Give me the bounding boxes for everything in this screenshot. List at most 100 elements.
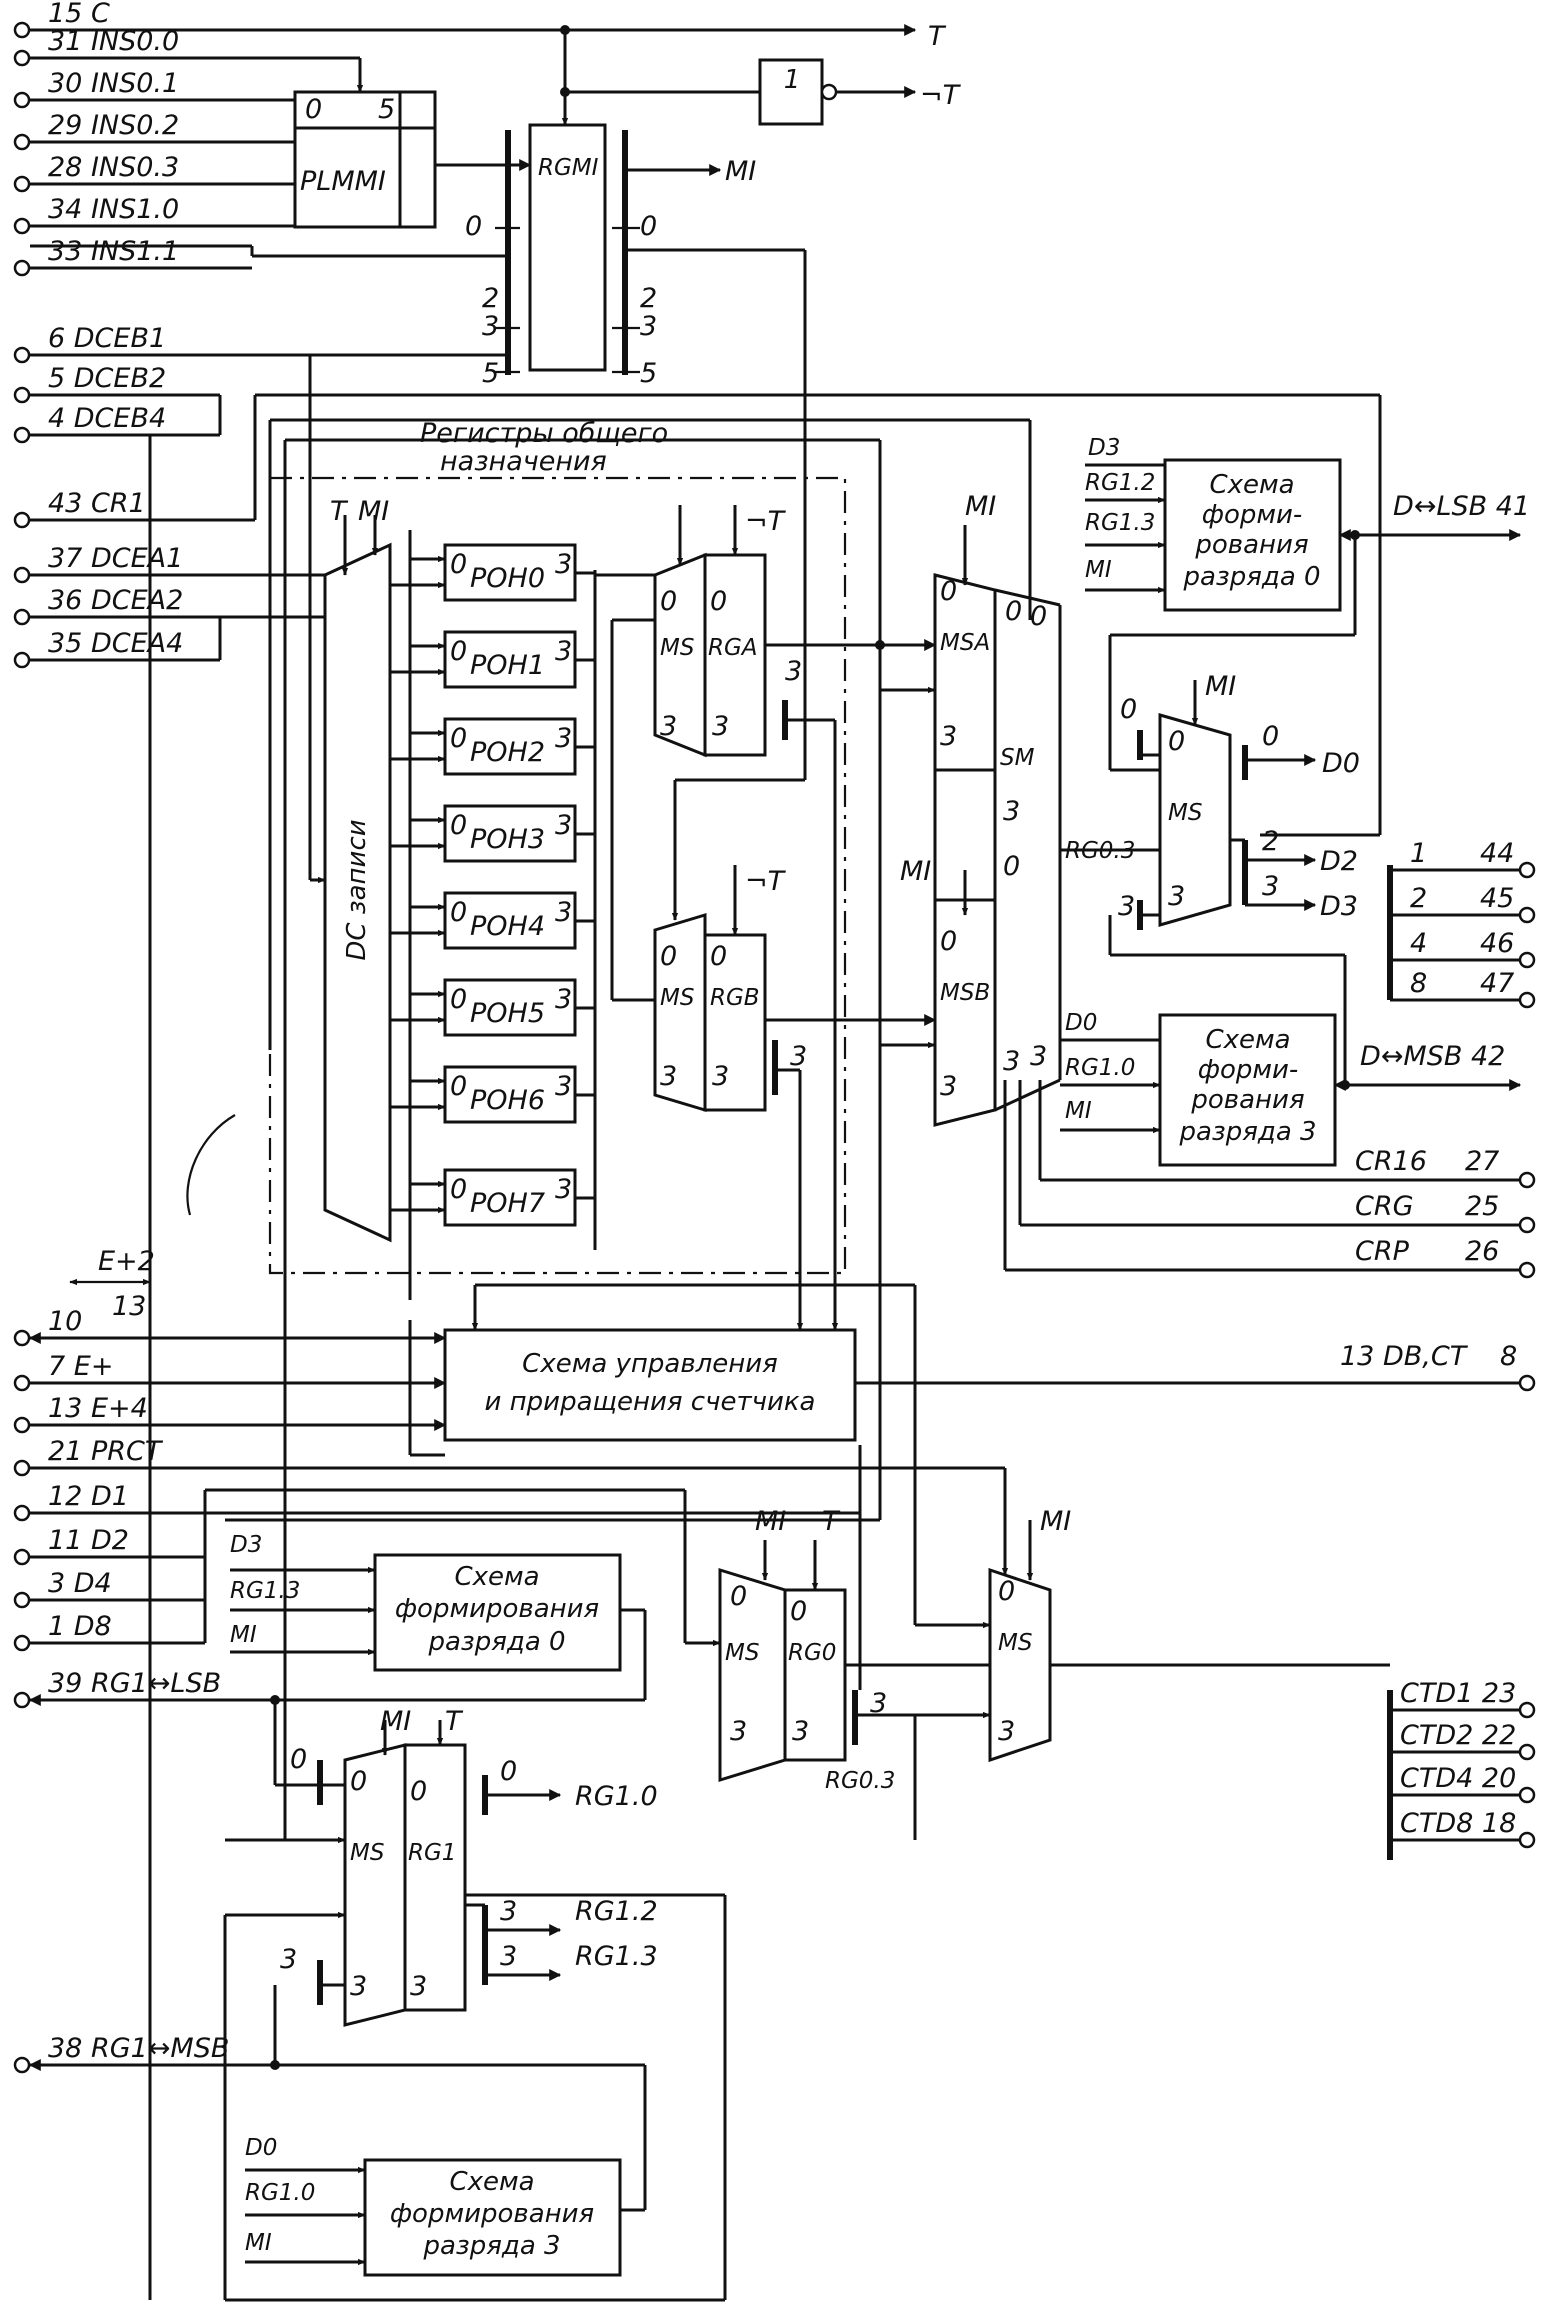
svg-text:47: 47 [1480, 968, 1514, 999]
svg-text:CRG: CRG [1355, 1191, 1414, 1222]
svg-text:T: T [445, 1706, 464, 1737]
svg-text:3: 3 [410, 1971, 427, 2002]
rg0-3-label: RG0.3 [825, 1768, 895, 1794]
gpr-group: Регистры общего назначения [268, 418, 847, 1275]
pin-label-p11: 11 D2 [48, 1525, 129, 1556]
svg-text:рования: рования [1190, 1085, 1304, 1115]
ctd-label: CTD1 23 [1400, 1678, 1516, 1709]
ms-output: 0 MS 3 MI RG0.3 0 3 0 D0 2 3 D2 D3 [1065, 671, 1360, 1085]
svg-text:1: 1 [1410, 838, 1427, 869]
svg-text:3: 3 [940, 1071, 957, 1102]
svg-text:0: 0 [710, 941, 727, 972]
poh-label: POH2 [470, 737, 545, 768]
svg-text:форми-: форми- [1202, 500, 1303, 530]
svg-text:3: 3 [1030, 1041, 1047, 1072]
svg-text:RG1.3: RG1.3 [1085, 510, 1155, 536]
svg-text:Схема: Схема [1209, 470, 1294, 500]
svg-text:3: 3 [482, 311, 499, 342]
svg-text:0: 0 [500, 1756, 517, 1787]
svg-text:3: 3 [555, 549, 572, 580]
svg-text:3: 3 [555, 636, 572, 667]
svg-text:0: 0 [660, 586, 677, 617]
pin-label-p4: 4 DCEB4 [48, 403, 166, 434]
svg-text:3: 3 [1168, 881, 1185, 912]
rgmi-label: RGMI [538, 155, 599, 181]
svg-text:0: 0 [1030, 601, 1047, 632]
svg-text:0: 0 [940, 576, 957, 607]
pin-label-p28: 28 INS0.3 [48, 152, 179, 183]
pin-p39 [13, 1691, 31, 1709]
svg-text:3: 3 [350, 1971, 367, 2002]
svg-text:RG0.3: RG0.3 [1065, 838, 1135, 864]
ms-rga: 0 0 MS RGA 3 3 ¬T 3 [653, 505, 937, 1285]
svg-text:разряда 0: разряда 0 [427, 1627, 565, 1657]
pin-label-p29: 29 INS0.2 [48, 110, 179, 141]
svg-text:3: 3 [555, 984, 572, 1015]
svg-text:0: 0 [940, 926, 957, 957]
e2-text: E+2 [98, 1246, 155, 1277]
svg-text:3: 3 [555, 1174, 572, 1205]
poh-register [443, 1065, 577, 1124]
d-inputs [30, 1445, 1009, 1690]
svg-text:3: 3 [640, 311, 657, 342]
rgmi-out-mi: MI [725, 156, 756, 187]
svg-text:3: 3 [790, 1041, 807, 1072]
svg-text:0: 0 [640, 211, 657, 242]
sm-label: SM [1000, 745, 1035, 771]
pin-label-p7: 7 E+ [48, 1351, 113, 1382]
svg-text:0: 0 [1005, 596, 1022, 627]
svg-text:45: 45 [1480, 883, 1514, 914]
pin-label-p21: 21 PRCT [48, 1436, 164, 1467]
pencil-mark [186, 1114, 236, 1216]
pin-p43 [13, 511, 31, 529]
pin-label-p15: 15 C [48, 0, 110, 29]
pin-p4 [13, 426, 31, 444]
svg-text:0: 0 [450, 636, 467, 667]
d-lsb-41: D↔LSB 41 [1393, 491, 1530, 522]
svg-text:5: 5 [378, 94, 395, 125]
rga-label: RGA [708, 635, 758, 661]
svg-text:5: 5 [482, 358, 499, 389]
pin-p35 [13, 651, 31, 669]
svg-text:27: 27 [1465, 1146, 1499, 1177]
ms-rg1: 0 0 MS RG1 3 3 MI T 0 3 0 RG1.0 3 3 RG1.… [223, 1706, 727, 2302]
svg-text:3: 3 [660, 711, 677, 742]
svg-text:0: 0 [450, 1071, 467, 1102]
svg-text:RG1.0: RG1.0 [245, 2180, 315, 2206]
control-counter-block: Схема управления и приращения счетчика 1… [28, 1283, 1536, 1629]
svg-text:0: 0 [350, 1766, 367, 1797]
sf0-top: Схема форми- рования разряда 0 D3 RG1.2 … [1085, 435, 1530, 772]
pin-p1 [13, 1634, 31, 1652]
svg-text:3: 3 [712, 711, 729, 742]
rg0-label: RG0 [788, 1640, 836, 1666]
svg-text:формирования: формирования [390, 2199, 594, 2229]
pin-p6 [13, 346, 31, 364]
svg-text:T: T [822, 1506, 841, 1537]
svg-text:D3: D3 [230, 1532, 262, 1558]
pin-label-p39: 39 RG1↔LSB [48, 1668, 221, 1699]
svg-text:8: 8 [1410, 968, 1427, 999]
poh-register [443, 804, 577, 863]
pin-p3 [13, 1591, 31, 1609]
svg-text:3: 3 [1118, 891, 1135, 922]
pin-label-p34: 34 INS1.0 [48, 194, 179, 225]
pin-label-p6: 6 DCEB1 [48, 323, 166, 354]
svg-text:MI: MI [755, 1506, 786, 1537]
svg-text:D2: D2 [1320, 846, 1358, 877]
pin-p33 [13, 259, 31, 277]
svg-text:RG1.2: RG1.2 [1085, 470, 1155, 496]
svg-text:MS: MS [725, 1640, 759, 1666]
sf0-bottom: Схема формирования разряда 0 D3 RG1.3 MI [28, 1532, 647, 1787]
msb-label: MSB [940, 980, 990, 1006]
svg-text:Схема: Схема [1205, 1025, 1290, 1055]
ms-ct: 0 MS 3 MI [988, 1506, 1393, 1860]
pin-p29 [13, 133, 31, 151]
svg-text:¬T: ¬T [745, 866, 787, 897]
svg-text:MI: MI [900, 856, 931, 887]
svg-text:0: 0 [450, 723, 467, 754]
pin-label-p36: 36 DCEA2 [48, 585, 183, 616]
svg-text:D3: D3 [1088, 435, 1120, 461]
